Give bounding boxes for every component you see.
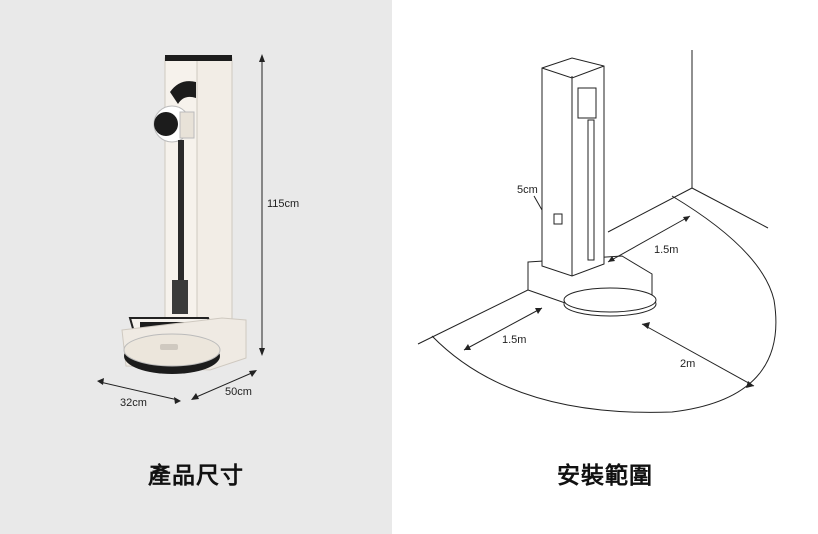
vacuum-handle [170, 81, 196, 104]
vacuum-wand-base [172, 280, 188, 314]
product-size-caption: 產品尺寸 [148, 463, 244, 489]
depth-dimension-line [193, 371, 255, 399]
installation-range-panel: 5cm 1.5m 1.5m 2m 安裝範圍 [392, 0, 818, 534]
vacuum-wand [178, 140, 184, 290]
tower-top-cap [165, 55, 232, 61]
width-dimension-line [99, 381, 179, 401]
installation-diagram [417, 50, 777, 413]
installation-range-arc [431, 195, 777, 413]
wall-floor-line-right [691, 187, 769, 229]
side-right-dimension-line [607, 215, 691, 263]
product-dimensions-panel: 115cm 50cm 32cm 產品尺寸 [0, 0, 392, 534]
front-label: 2m [680, 358, 696, 370]
vacuum-display [154, 112, 178, 136]
rear-gap-dimension-line [533, 195, 543, 211]
wall-floor-line-left [417, 285, 537, 345]
rear-gap-label: 5cm [517, 184, 538, 196]
side-left-label: 1.5m [502, 334, 527, 346]
front-dimension-line [641, 323, 755, 387]
width-label: 32cm [120, 397, 147, 409]
side-right-label: 1.5m [654, 244, 679, 256]
product-illustration [97, 54, 265, 404]
depth-label: 50cm [225, 386, 252, 398]
side-left-dimension-line [463, 307, 543, 351]
installation-range-caption: 安裝範圍 [557, 463, 653, 489]
height-label: 115cm [267, 198, 300, 210]
